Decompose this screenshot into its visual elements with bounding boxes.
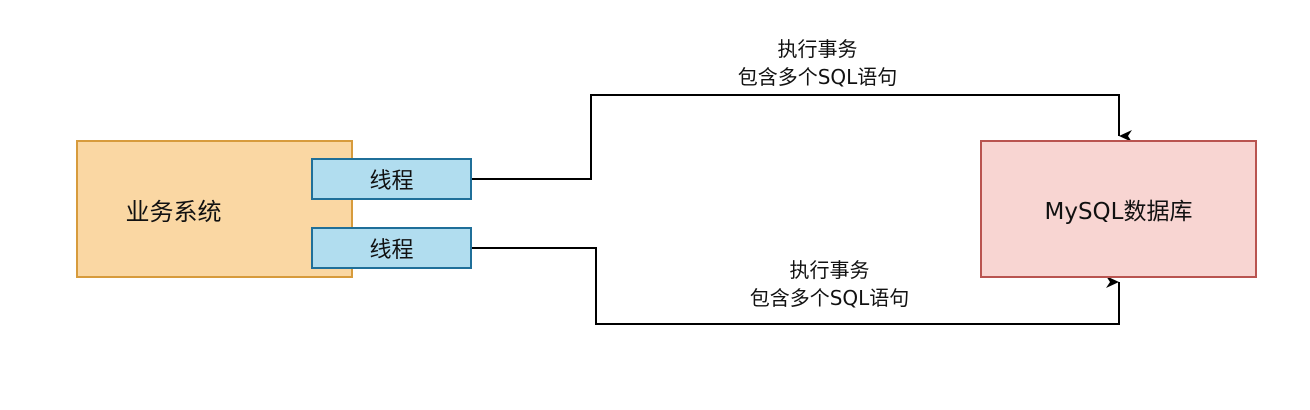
thread-label-1: 线程: [369, 169, 414, 194]
thread-label-2: 线程: [369, 238, 414, 263]
thread-box-1: 线程: [311, 158, 472, 200]
connector-bottom: [472, 247, 1120, 325]
business-system-label: 业务系统: [125, 197, 222, 226]
edge-label-top: 执行事务 包含多个SQL语句: [700, 35, 935, 91]
mysql-database-label: MySQL数据库: [1044, 199, 1193, 225]
edge-label-top-line1: 执行事务: [777, 37, 858, 61]
edge-label-bottom: 执行事务 包含多个SQL语句: [712, 256, 947, 312]
connector-top: [472, 94, 1132, 180]
mysql-database-box: MySQL数据库: [980, 140, 1257, 278]
edge-label-bottom-line1: 执行事务: [789, 258, 870, 282]
thread-box-2: 线程: [311, 227, 472, 269]
business-system-box: [76, 140, 353, 278]
edge-label-top-line2: 包含多个SQL语句: [737, 65, 898, 89]
edge-label-bottom-line2: 包含多个SQL语句: [749, 286, 910, 310]
